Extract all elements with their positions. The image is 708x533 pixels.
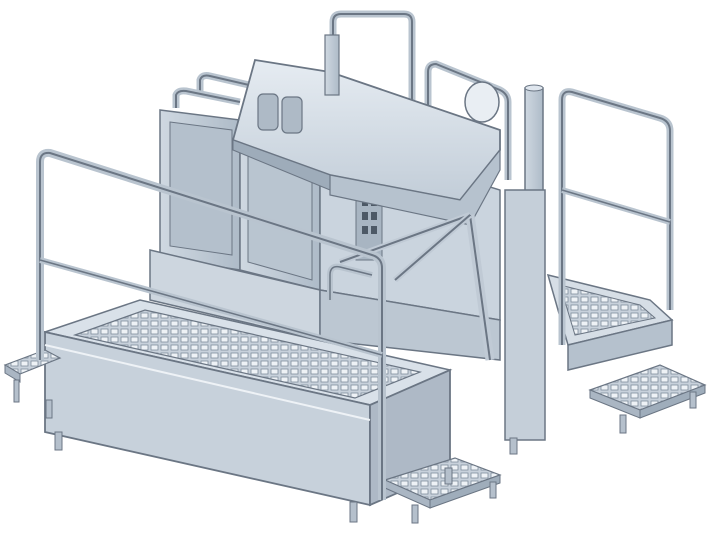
right-handrail bbox=[558, 88, 674, 345]
center-handrail bbox=[327, 263, 373, 300]
right-post bbox=[324, 34, 546, 441]
rear-handrails bbox=[172, 10, 512, 180]
left-step-platform bbox=[3, 349, 62, 419]
right-step-platform bbox=[588, 364, 707, 434]
front-left-handrail bbox=[36, 148, 386, 500]
hood-windows bbox=[257, 93, 303, 134]
front-grate-tray bbox=[42, 299, 453, 507]
right-rear-grate-platform bbox=[546, 273, 674, 371]
front-right-step-platform bbox=[383, 457, 502, 524]
support-legs bbox=[54, 431, 518, 523]
round-sensor-disc bbox=[464, 81, 500, 123]
sink-hood bbox=[231, 58, 501, 226]
